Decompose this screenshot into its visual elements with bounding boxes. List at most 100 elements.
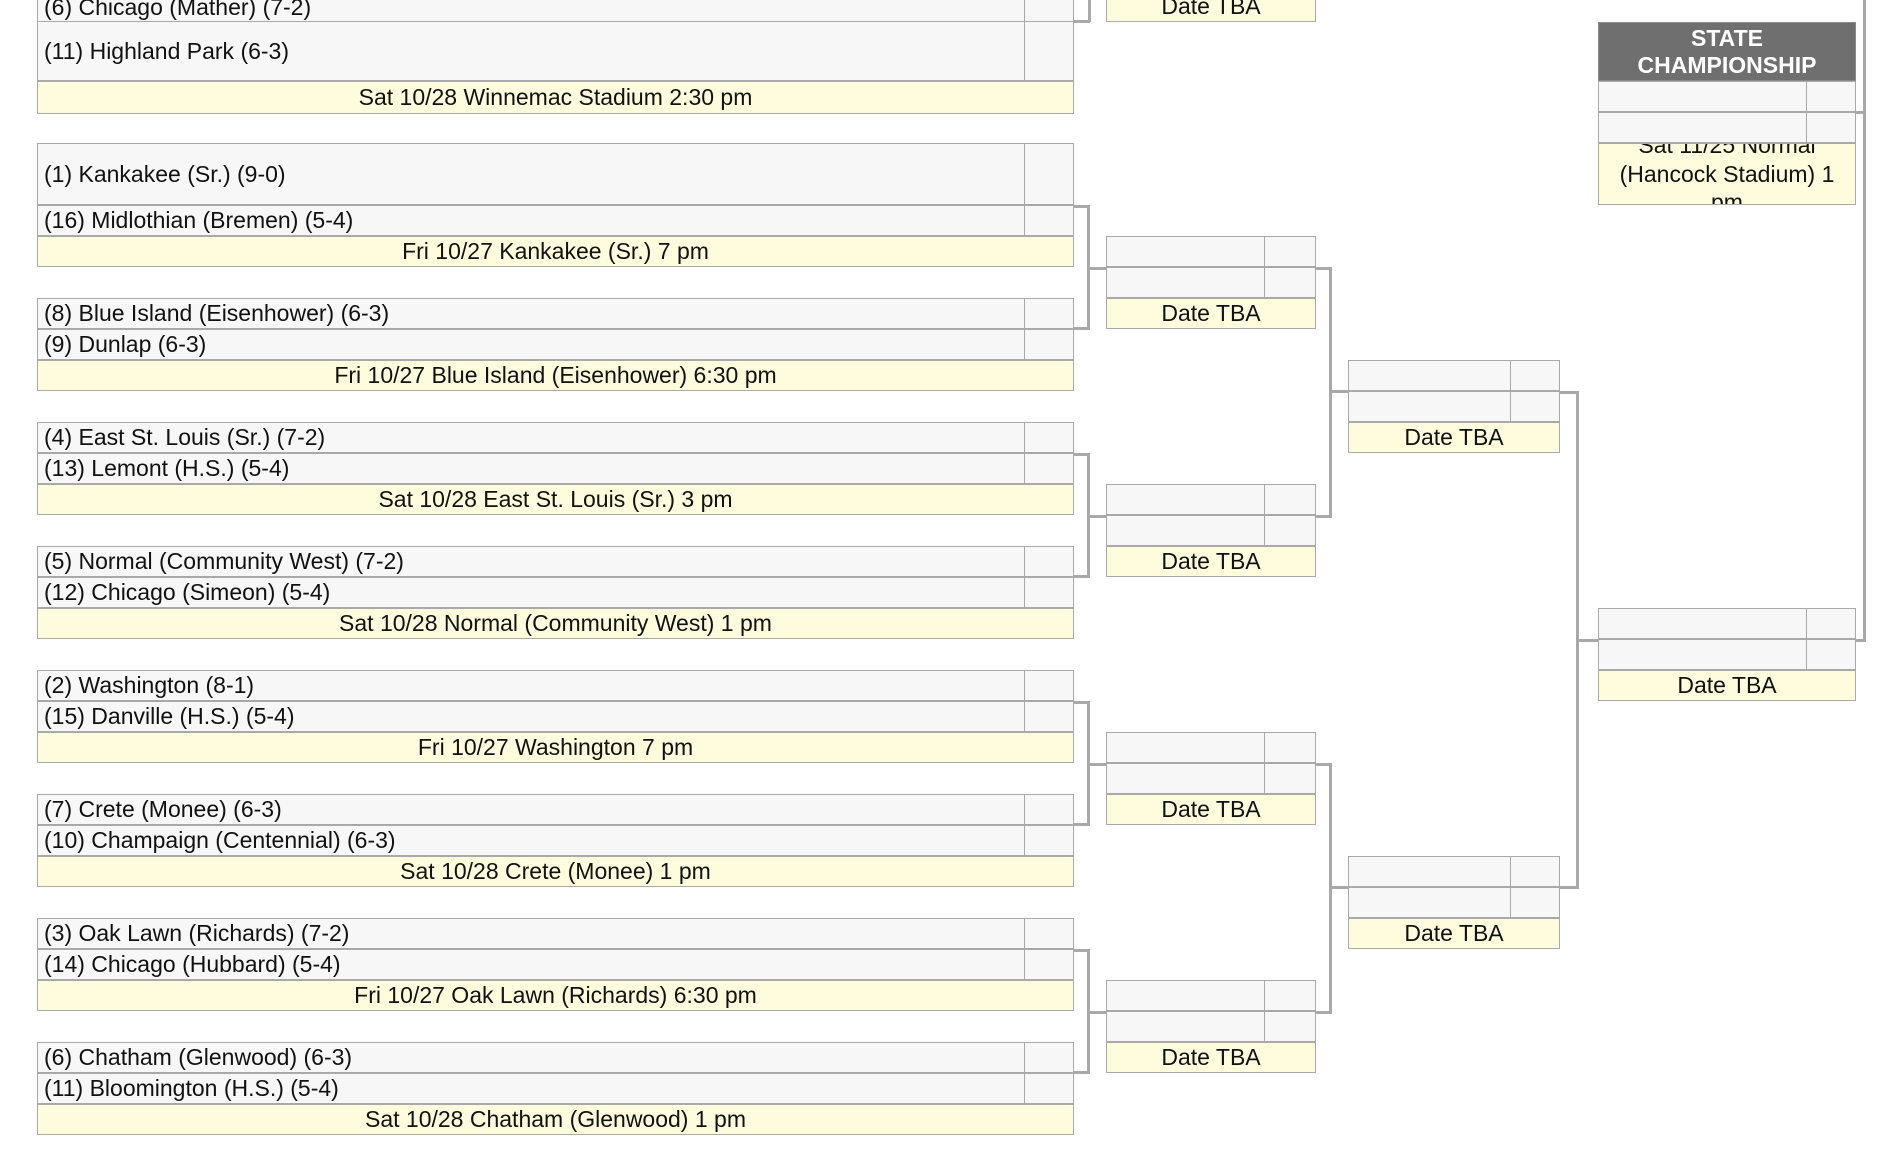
score-cell <box>1024 577 1074 608</box>
score-cell <box>1024 1042 1074 1073</box>
championship-header: STATE CHAMPIONSHIP <box>1598 22 1856 81</box>
game-info: Sat 10/28 Normal (Community West) 1 pm <box>37 608 1074 639</box>
team-slot: (1) Kankakee (Sr.) (9-0) <box>37 143 1026 205</box>
score-cell <box>1806 608 1856 639</box>
score-cell <box>1024 1073 1074 1104</box>
score-cell <box>1024 670 1074 701</box>
score-cell <box>1024 422 1074 453</box>
score-cell <box>1510 391 1560 422</box>
team-slot: (4) East St. Louis (Sr.) (7-2) <box>37 422 1026 453</box>
connector-line <box>1088 0 1091 22</box>
connector-line <box>1087 515 1106 518</box>
game-info: Fri 10/27 Oak Lawn (Richards) 6:30 pm <box>37 980 1074 1011</box>
score-cell <box>1024 453 1074 484</box>
team-slot <box>1598 639 1808 670</box>
team-slot: (13) Lemont (H.S.) (5-4) <box>37 453 1026 484</box>
connector-line <box>1074 575 1088 578</box>
team-slot <box>1348 360 1512 391</box>
connector-line <box>1087 267 1106 270</box>
team-slot <box>1348 887 1512 918</box>
connector-line <box>1856 111 1866 114</box>
score-cell <box>1264 732 1316 763</box>
team-slot: (11) Bloomington (H.S.) (5-4) <box>37 1073 1026 1104</box>
score-cell <box>1510 856 1560 887</box>
connector-line <box>1074 1071 1088 1074</box>
score-cell <box>1024 205 1074 236</box>
connector-line <box>1087 1011 1106 1014</box>
team-slot: (11) Highland Park (6-3) <box>37 21 1026 81</box>
connector-line <box>1074 20 1090 23</box>
team-slot <box>1348 856 1512 887</box>
team-slot: (5) Normal (Community West) (7-2) <box>37 546 1026 577</box>
team-slot <box>1106 515 1266 546</box>
game-info: Sat 10/28 Winnemac Stadium 2:30 pm <box>37 81 1074 114</box>
score-cell <box>1806 112 1856 143</box>
team-slot <box>1106 1011 1266 1042</box>
score-cell <box>1264 1011 1316 1042</box>
game-info: Sat 10/28 Chatham (Glenwood) 1 pm <box>37 1104 1074 1135</box>
game-info: Sat 10/28 East St. Louis (Sr.) 3 pm <box>37 484 1074 515</box>
team-slot: (6) Chatham (Glenwood) (6-3) <box>37 1042 1026 1073</box>
score-cell <box>1024 0 1074 22</box>
connector-line <box>1074 823 1088 826</box>
connector-line <box>1856 639 1866 642</box>
connector-line <box>1074 949 1088 952</box>
score-cell <box>1024 701 1074 732</box>
team-slot <box>1106 732 1266 763</box>
team-slot <box>1348 391 1512 422</box>
game-info: Date TBA <box>1106 794 1316 825</box>
team-slot <box>1106 236 1266 267</box>
connector-line <box>1087 763 1106 766</box>
score-cell <box>1024 143 1074 205</box>
connector-line <box>1863 0 1866 112</box>
team-slot <box>1598 608 1808 639</box>
team-slot: (15) Danville (H.S.) (5-4) <box>37 701 1026 732</box>
connector-line <box>1329 886 1348 889</box>
connector-line <box>1863 111 1866 642</box>
score-cell <box>1264 236 1316 267</box>
score-cell <box>1024 794 1074 825</box>
game-info: Date TBA <box>1598 670 1856 701</box>
team-slot: (14) Chicago (Hubbard) (5-4) <box>37 949 1026 980</box>
score-cell <box>1024 329 1074 360</box>
team-slot <box>1106 267 1266 298</box>
game-info: Date TBA <box>1106 1042 1316 1073</box>
connector-line <box>1329 390 1348 393</box>
connector-line <box>1316 763 1331 766</box>
connector-line <box>1074 701 1088 704</box>
team-slot <box>1106 763 1266 794</box>
connector-line <box>1316 267 1331 270</box>
team-slot <box>1598 112 1808 143</box>
game-info: Date TBA <box>1348 422 1560 453</box>
team-slot <box>1106 980 1266 1011</box>
score-cell <box>1510 887 1560 918</box>
score-cell <box>1264 980 1316 1011</box>
team-slot: (3) Oak Lawn (Richards) (7-2) <box>37 918 1026 949</box>
game-info: Fri 10/27 Kankakee (Sr.) 7 pm <box>37 236 1074 267</box>
team-slot: (7) Crete (Monee) (6-3) <box>37 794 1026 825</box>
score-cell <box>1024 21 1074 81</box>
score-cell <box>1264 515 1316 546</box>
game-info: Sat 11/25 Normal (Hancock Stadium) 1 pm <box>1598 143 1856 205</box>
game-info: Date TBA <box>1106 546 1316 577</box>
team-slot: (2) Washington (8-1) <box>37 670 1026 701</box>
team-slot: (9) Dunlap (6-3) <box>37 329 1026 360</box>
connector-line <box>1316 1011 1331 1014</box>
score-cell <box>1806 639 1856 670</box>
connector-line <box>1576 639 1598 642</box>
team-slot: (8) Blue Island (Eisenhower) (6-3) <box>37 298 1026 329</box>
connector-line <box>1074 205 1088 208</box>
score-cell <box>1806 81 1856 112</box>
game-info: Fri 10/27 Blue Island (Eisenhower) 6:30 … <box>37 360 1074 391</box>
game-info: Date TBA <box>1106 0 1316 22</box>
team-slot <box>1598 81 1808 112</box>
score-cell <box>1024 546 1074 577</box>
score-cell <box>1024 918 1074 949</box>
team-slot: (6) Chicago (Mather) (7-2) <box>37 0 1026 22</box>
score-cell <box>1024 825 1074 856</box>
team-slot: (16) Midlothian (Bremen) (5-4) <box>37 205 1026 236</box>
score-cell <box>1264 267 1316 298</box>
connector-line <box>1074 453 1088 456</box>
team-slot: (12) Chicago (Simeon) (5-4) <box>37 577 1026 608</box>
